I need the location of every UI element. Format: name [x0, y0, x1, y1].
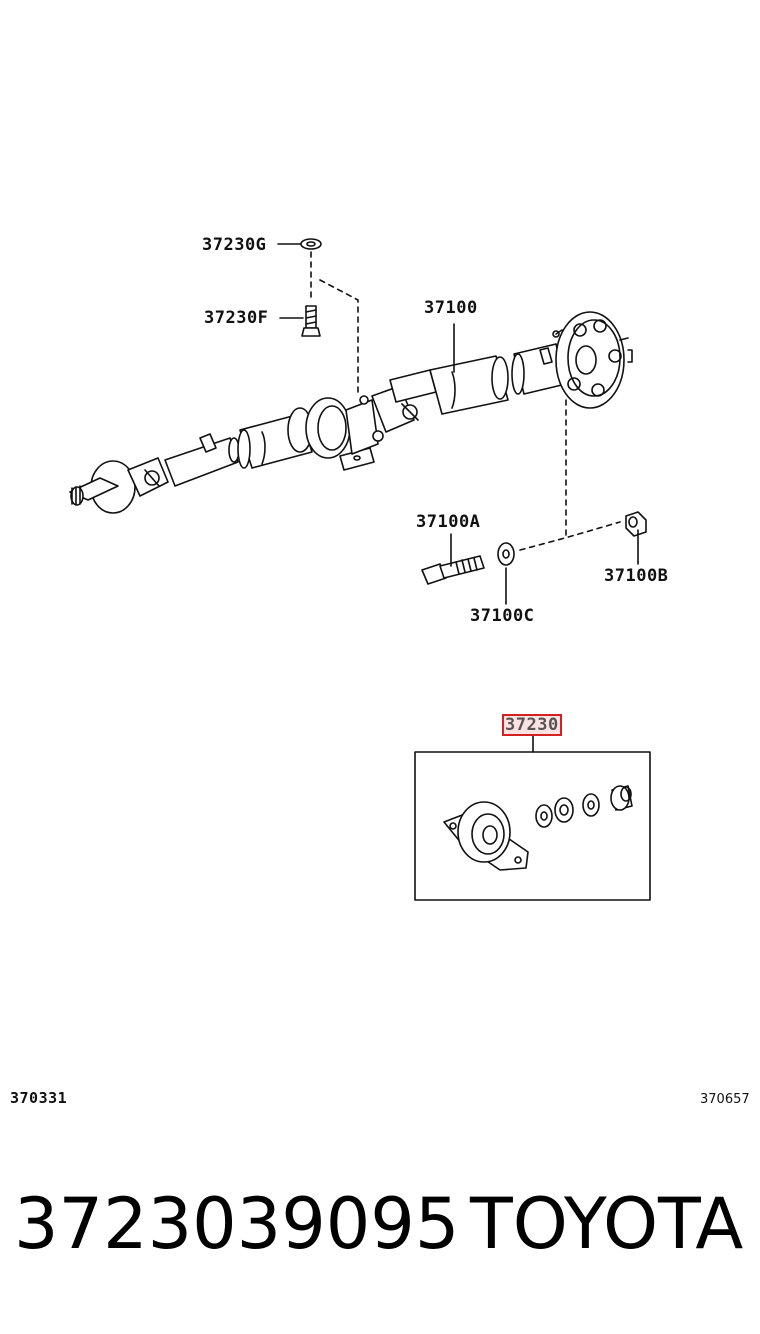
center-bearing-kit-box	[414, 735, 651, 901]
caption-brand: TOYOTA	[470, 1183, 744, 1265]
propeller-shaft-assembly	[69, 311, 633, 514]
footer-code-right: 370657	[700, 1092, 750, 1107]
callout-37100[interactable]: 37100	[424, 298, 478, 318]
washer-37230g-shape	[300, 238, 322, 250]
callout-37100b[interactable]: 37100B	[604, 566, 669, 586]
bolt-37100a-shape	[421, 555, 485, 585]
callout-37230g[interactable]: 37230G	[202, 235, 267, 255]
callout-37100a[interactable]: 37100A	[416, 512, 481, 532]
caption-part-number: 3723039095	[14, 1183, 460, 1265]
washer-37100c-shape	[497, 542, 515, 566]
bolt-37230f-shape	[301, 305, 321, 337]
footer-code-left: 370331	[10, 1089, 68, 1107]
nut-37100b-shape	[625, 511, 647, 537]
callout-37230-highlighted[interactable]: 37230	[502, 714, 562, 736]
callout-37100c[interactable]: 37100C	[470, 606, 535, 626]
callout-37230f[interactable]: 37230F	[204, 308, 269, 328]
